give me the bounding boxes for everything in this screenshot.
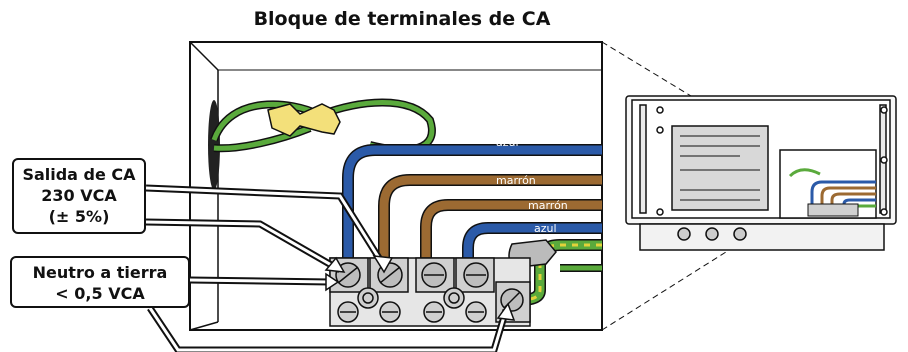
terminal-block [329,257,531,327]
callout-output-line2: 230 VCA [41,186,117,205]
wire-label-blue-bottom: azul [534,222,557,235]
page-title: Bloque de terminales de CA [253,8,551,30]
device-base [639,223,885,251]
wire-label-blue-top: azul [496,136,519,149]
callout-output-line1: Salida de CA [22,165,136,184]
callout-arrows [145,184,516,352]
callout-ac-output: Salida de CA 230 VCA (± 5%) [12,158,146,234]
callout-neutral-line2: < 0,5 VCA [55,284,145,303]
cable-grommet [208,100,220,190]
yellow-ferrule [267,103,341,137]
callout-output-line3: (± 5%) [48,207,110,226]
callout-neutral-earth: Neutro a tierra < 0,5 VCA [10,256,190,308]
star-screw-2 [443,287,465,309]
wire-blue-top: azul [342,136,602,258]
wire-label-brown-2: marrón [528,199,568,212]
wire-brown-1: marrón [378,174,602,258]
inverter-overview [625,95,897,251]
callout-neutral-line1: Neutro a tierra [32,263,168,282]
star-screw-1 [357,287,379,309]
wire-blue-bottom: azul [462,222,602,258]
wire-brown-2: marrón [420,199,602,258]
device-label-plate [671,125,769,211]
wire-label-brown-1: marrón [496,174,536,187]
